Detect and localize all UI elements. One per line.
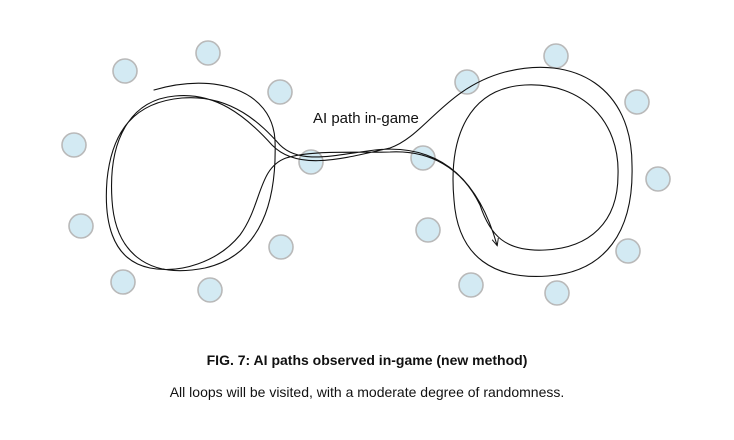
waypoint-node xyxy=(61,132,87,158)
waypoint-node xyxy=(268,234,294,260)
waypoint-node xyxy=(624,89,650,115)
figure-caption-title: FIG. 7: AI paths observed in-game (new m… xyxy=(206,352,528,368)
right-loop-nodes xyxy=(410,43,671,306)
waypoint-node xyxy=(615,238,641,264)
ai-path-line xyxy=(105,66,633,278)
waypoint-node xyxy=(112,58,138,84)
waypoint-node xyxy=(645,166,671,192)
waypoint-node xyxy=(458,272,484,298)
waypoint-node xyxy=(454,69,480,95)
waypoint-node xyxy=(267,79,293,105)
waypoint-node xyxy=(544,280,570,306)
left-loop-nodes xyxy=(61,40,324,303)
waypoint-node xyxy=(195,40,221,66)
waypoint-node xyxy=(543,43,569,69)
waypoint-node xyxy=(415,217,441,243)
path-label: AI path in-game xyxy=(313,110,419,127)
waypoint-node xyxy=(197,277,223,303)
waypoint-node xyxy=(68,213,94,239)
waypoint-node xyxy=(110,269,136,295)
figure-caption-subtitle: All loops will be visited, with a modera… xyxy=(169,384,565,400)
